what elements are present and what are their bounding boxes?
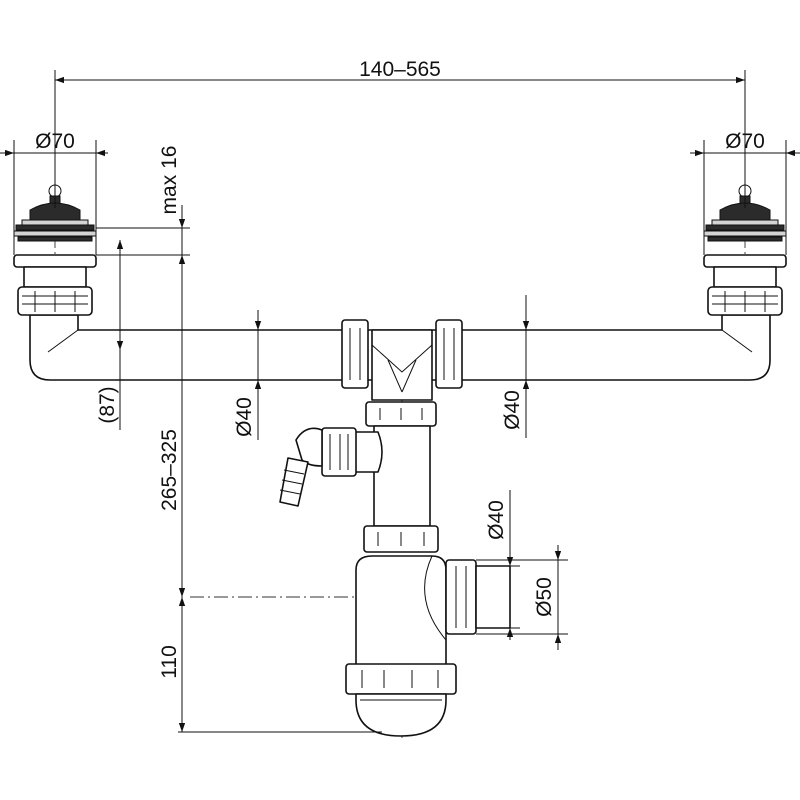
vertical-tailpiece xyxy=(363,425,439,553)
left-pipe-diameter-label: Ø40 xyxy=(233,397,256,437)
height-87-label: (87) xyxy=(96,386,119,423)
outlet-diameter-40-label: Ø40 xyxy=(485,500,508,540)
dimension-labels: 140–565 Ø70 Ø70 max 16 (87) 265–325 110 … xyxy=(35,58,765,679)
trap-height-label: 110 xyxy=(158,645,181,678)
max-height-label: max 16 xyxy=(158,146,181,215)
left-strainer-diameter-label: Ø70 xyxy=(35,130,75,153)
right-strainer xyxy=(703,184,787,316)
top-span-label: 140–565 xyxy=(359,58,441,81)
dimension-lines xyxy=(0,70,800,733)
outlet-diameter-50-label: Ø50 xyxy=(533,577,556,617)
tee-fitting xyxy=(341,319,463,427)
bottle-trap xyxy=(345,555,511,737)
height-range-label: 265–325 xyxy=(158,429,181,511)
hose-nozzle xyxy=(279,427,383,507)
right-strainer-diameter-label: Ø70 xyxy=(725,130,765,153)
right-pipe-diameter-label: Ø40 xyxy=(501,390,524,430)
